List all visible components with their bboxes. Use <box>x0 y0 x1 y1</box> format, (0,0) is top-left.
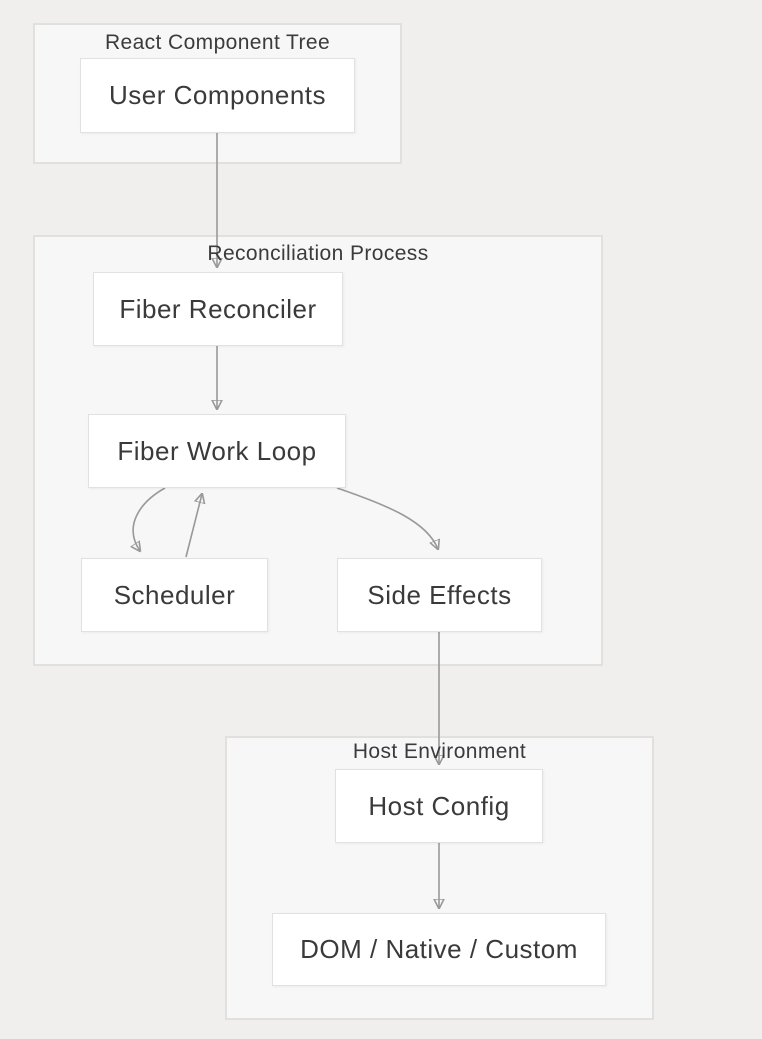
edge-fiber-work-loop-to-side-effects <box>336 487 438 549</box>
group-title-reconciliation-process: Reconciliation Process <box>207 242 429 265</box>
group-title-host-environment: Host Environment <box>352 740 527 763</box>
node-dom-native-custom: DOM / Native / Custom <box>272 913 606 986</box>
group-title-react-component-tree: React Component Tree <box>104 31 331 54</box>
node-side-effects: Side Effects <box>337 558 542 632</box>
node-host-config: Host Config <box>335 769 543 843</box>
node-scheduler: Scheduler <box>81 558 268 632</box>
edge-scheduler-to-fiber-work-loop <box>185 494 202 558</box>
node-fiber-work-loop: Fiber Work Loop <box>88 414 346 488</box>
node-user-components: User Components <box>80 58 355 133</box>
node-fiber-reconciler: Fiber Reconciler <box>93 272 343 346</box>
edge-fiber-work-loop-to-scheduler <box>133 487 166 551</box>
